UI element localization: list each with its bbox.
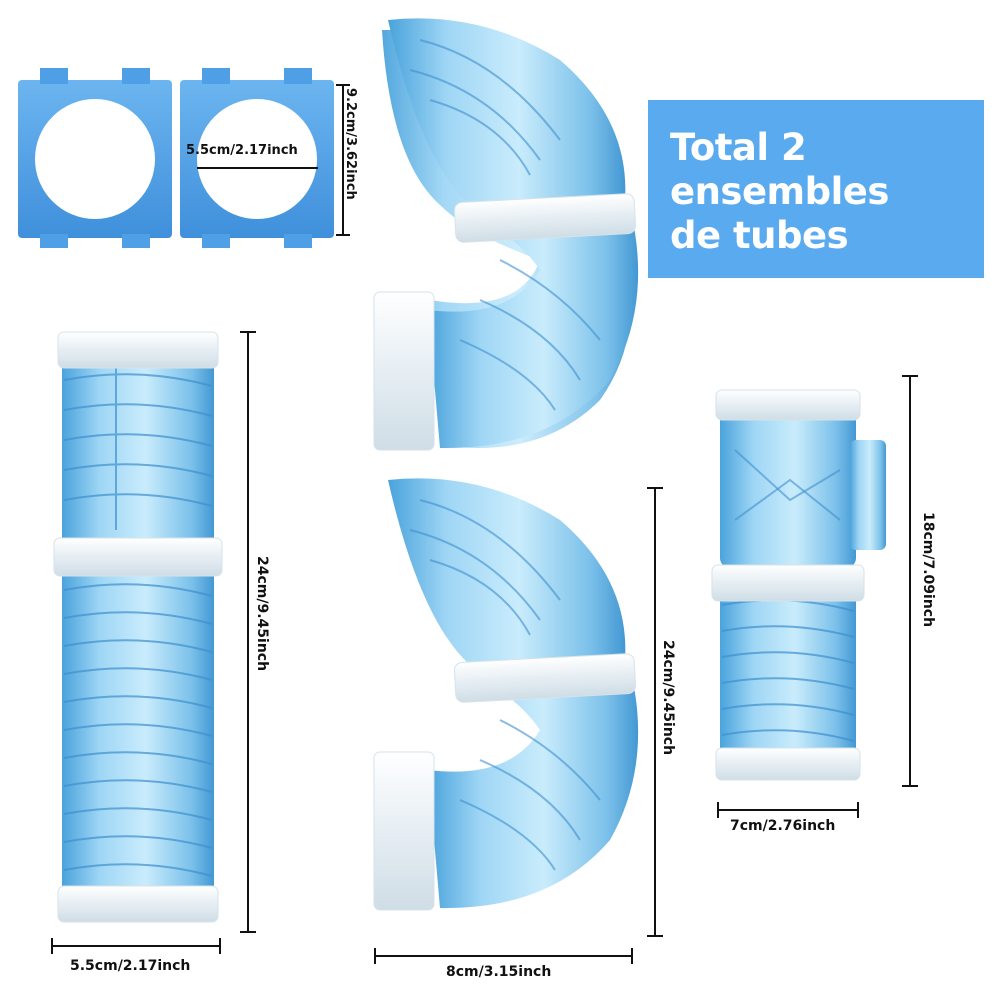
tube-rib (63, 723, 213, 737)
tube-rib (63, 807, 213, 821)
banner-line-2: ensembles (670, 170, 889, 213)
tube-rib (63, 611, 213, 625)
banner-line-1: Total 2 (670, 126, 807, 169)
u-tube-lower (373, 478, 639, 911)
tube-rib (721, 703, 855, 716)
tube-rib (63, 373, 213, 387)
info-banner: Total 2 ensembles de tubes (648, 100, 984, 278)
tube-rib (721, 729, 855, 742)
t-tube-height-label: 18cm/7.09inch (920, 512, 936, 628)
t-tube (711, 389, 886, 781)
straight-tube (53, 331, 223, 923)
tube-rib (63, 751, 213, 765)
tube-rib (721, 677, 855, 690)
tube-rib (63, 695, 213, 709)
u-tube-upper (373, 18, 639, 451)
connector-plate-right (180, 68, 334, 248)
u-tube-width-label: 8cm/3.15inch (446, 964, 552, 980)
tube-rib (63, 667, 213, 681)
u-tube-height-line (647, 487, 663, 937)
straight-tube-width-label: 5.5cm/2.17inch (70, 958, 191, 974)
t-tube-width-label: 7cm/2.76inch (730, 818, 836, 834)
tube-rib (63, 779, 213, 793)
tube-rib (63, 863, 213, 877)
t-tube-height-line (902, 375, 918, 787)
tube-rib (63, 403, 213, 417)
tube-rib (721, 625, 855, 638)
t-tube-width-line (717, 802, 859, 818)
u-tube-height-label: 24cm/9.45inch (660, 640, 676, 756)
banner-line-3: de tubes (670, 214, 849, 257)
straight-tube-height-line (240, 331, 256, 933)
tube-rib (63, 463, 213, 477)
tube-rib (721, 651, 855, 664)
plate-hole-label: 5.5cm/2.17inch (186, 143, 298, 158)
tube-rib (63, 835, 213, 849)
tube-rib (63, 583, 213, 597)
tube-rib (63, 639, 213, 653)
plate-height-dimension-line (336, 84, 350, 236)
straight-tube-height-label: 24cm/9.45inch (254, 556, 270, 672)
tube-rib (63, 493, 213, 507)
tube-rib (63, 433, 213, 447)
plate-height-label: 9.2cm/3.62inch (343, 88, 358, 200)
u-tube-width-line (374, 948, 633, 964)
connector-plate-left (18, 68, 172, 248)
straight-tube-width-line (51, 938, 221, 954)
